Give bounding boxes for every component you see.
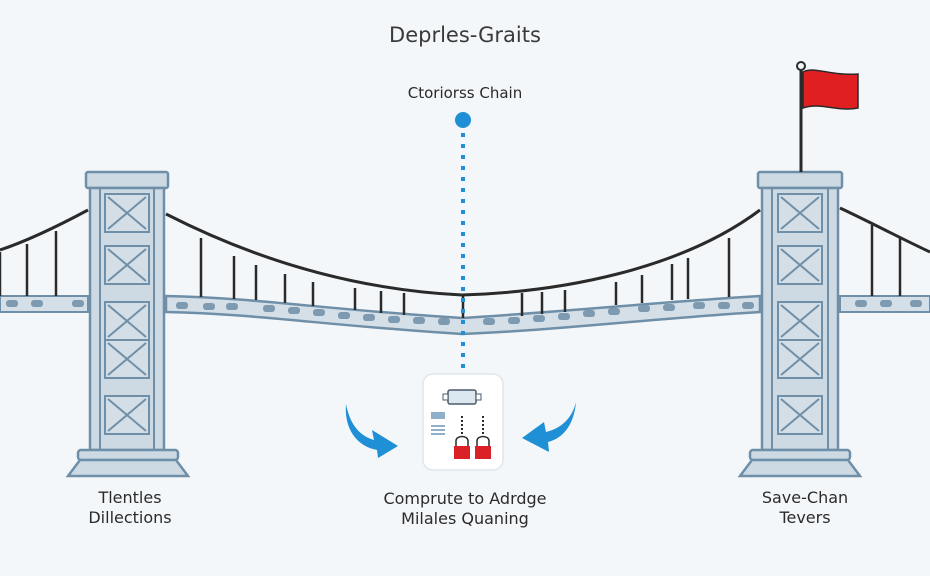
hanger-cables	[0, 225, 902, 318]
connector-icon	[442, 389, 482, 405]
flag-icon	[796, 61, 859, 172]
right-tower	[737, 170, 863, 478]
left-tower-label: Tlentles Dillections	[40, 488, 220, 528]
curved-arrow-left-icon	[522, 402, 576, 452]
center-module-label-line2: Milales Quaning	[401, 509, 529, 528]
diagram-title: Deprles-Graits	[389, 23, 541, 47]
padlock-icon	[475, 435, 491, 459]
right-tower-label: Save-Chan Tevers	[710, 488, 900, 528]
right-tower-label-line1: Save-Chan	[761, 488, 849, 507]
left-tower	[65, 170, 191, 478]
left-tower-label-line2: Dillections	[88, 508, 172, 527]
document-lines-icon	[431, 412, 445, 435]
right-tower-label-line2: Tevers	[779, 508, 831, 527]
chain-node-dot	[455, 112, 471, 128]
left-tower-label-line1: Tlentles	[98, 488, 162, 507]
padlock-icon	[454, 435, 470, 459]
chain-label: Ctoriorss Chain	[407, 84, 523, 102]
curved-arrow-right-icon	[345, 404, 398, 458]
center-module-card	[422, 373, 504, 471]
chain-line	[455, 112, 471, 370]
center-module-label: Comprute to Adrdge Milales Quaning	[300, 489, 630, 529]
bridge-deck	[0, 294, 930, 336]
center-module-label-line1: Comprute to Adrdge	[383, 489, 547, 508]
